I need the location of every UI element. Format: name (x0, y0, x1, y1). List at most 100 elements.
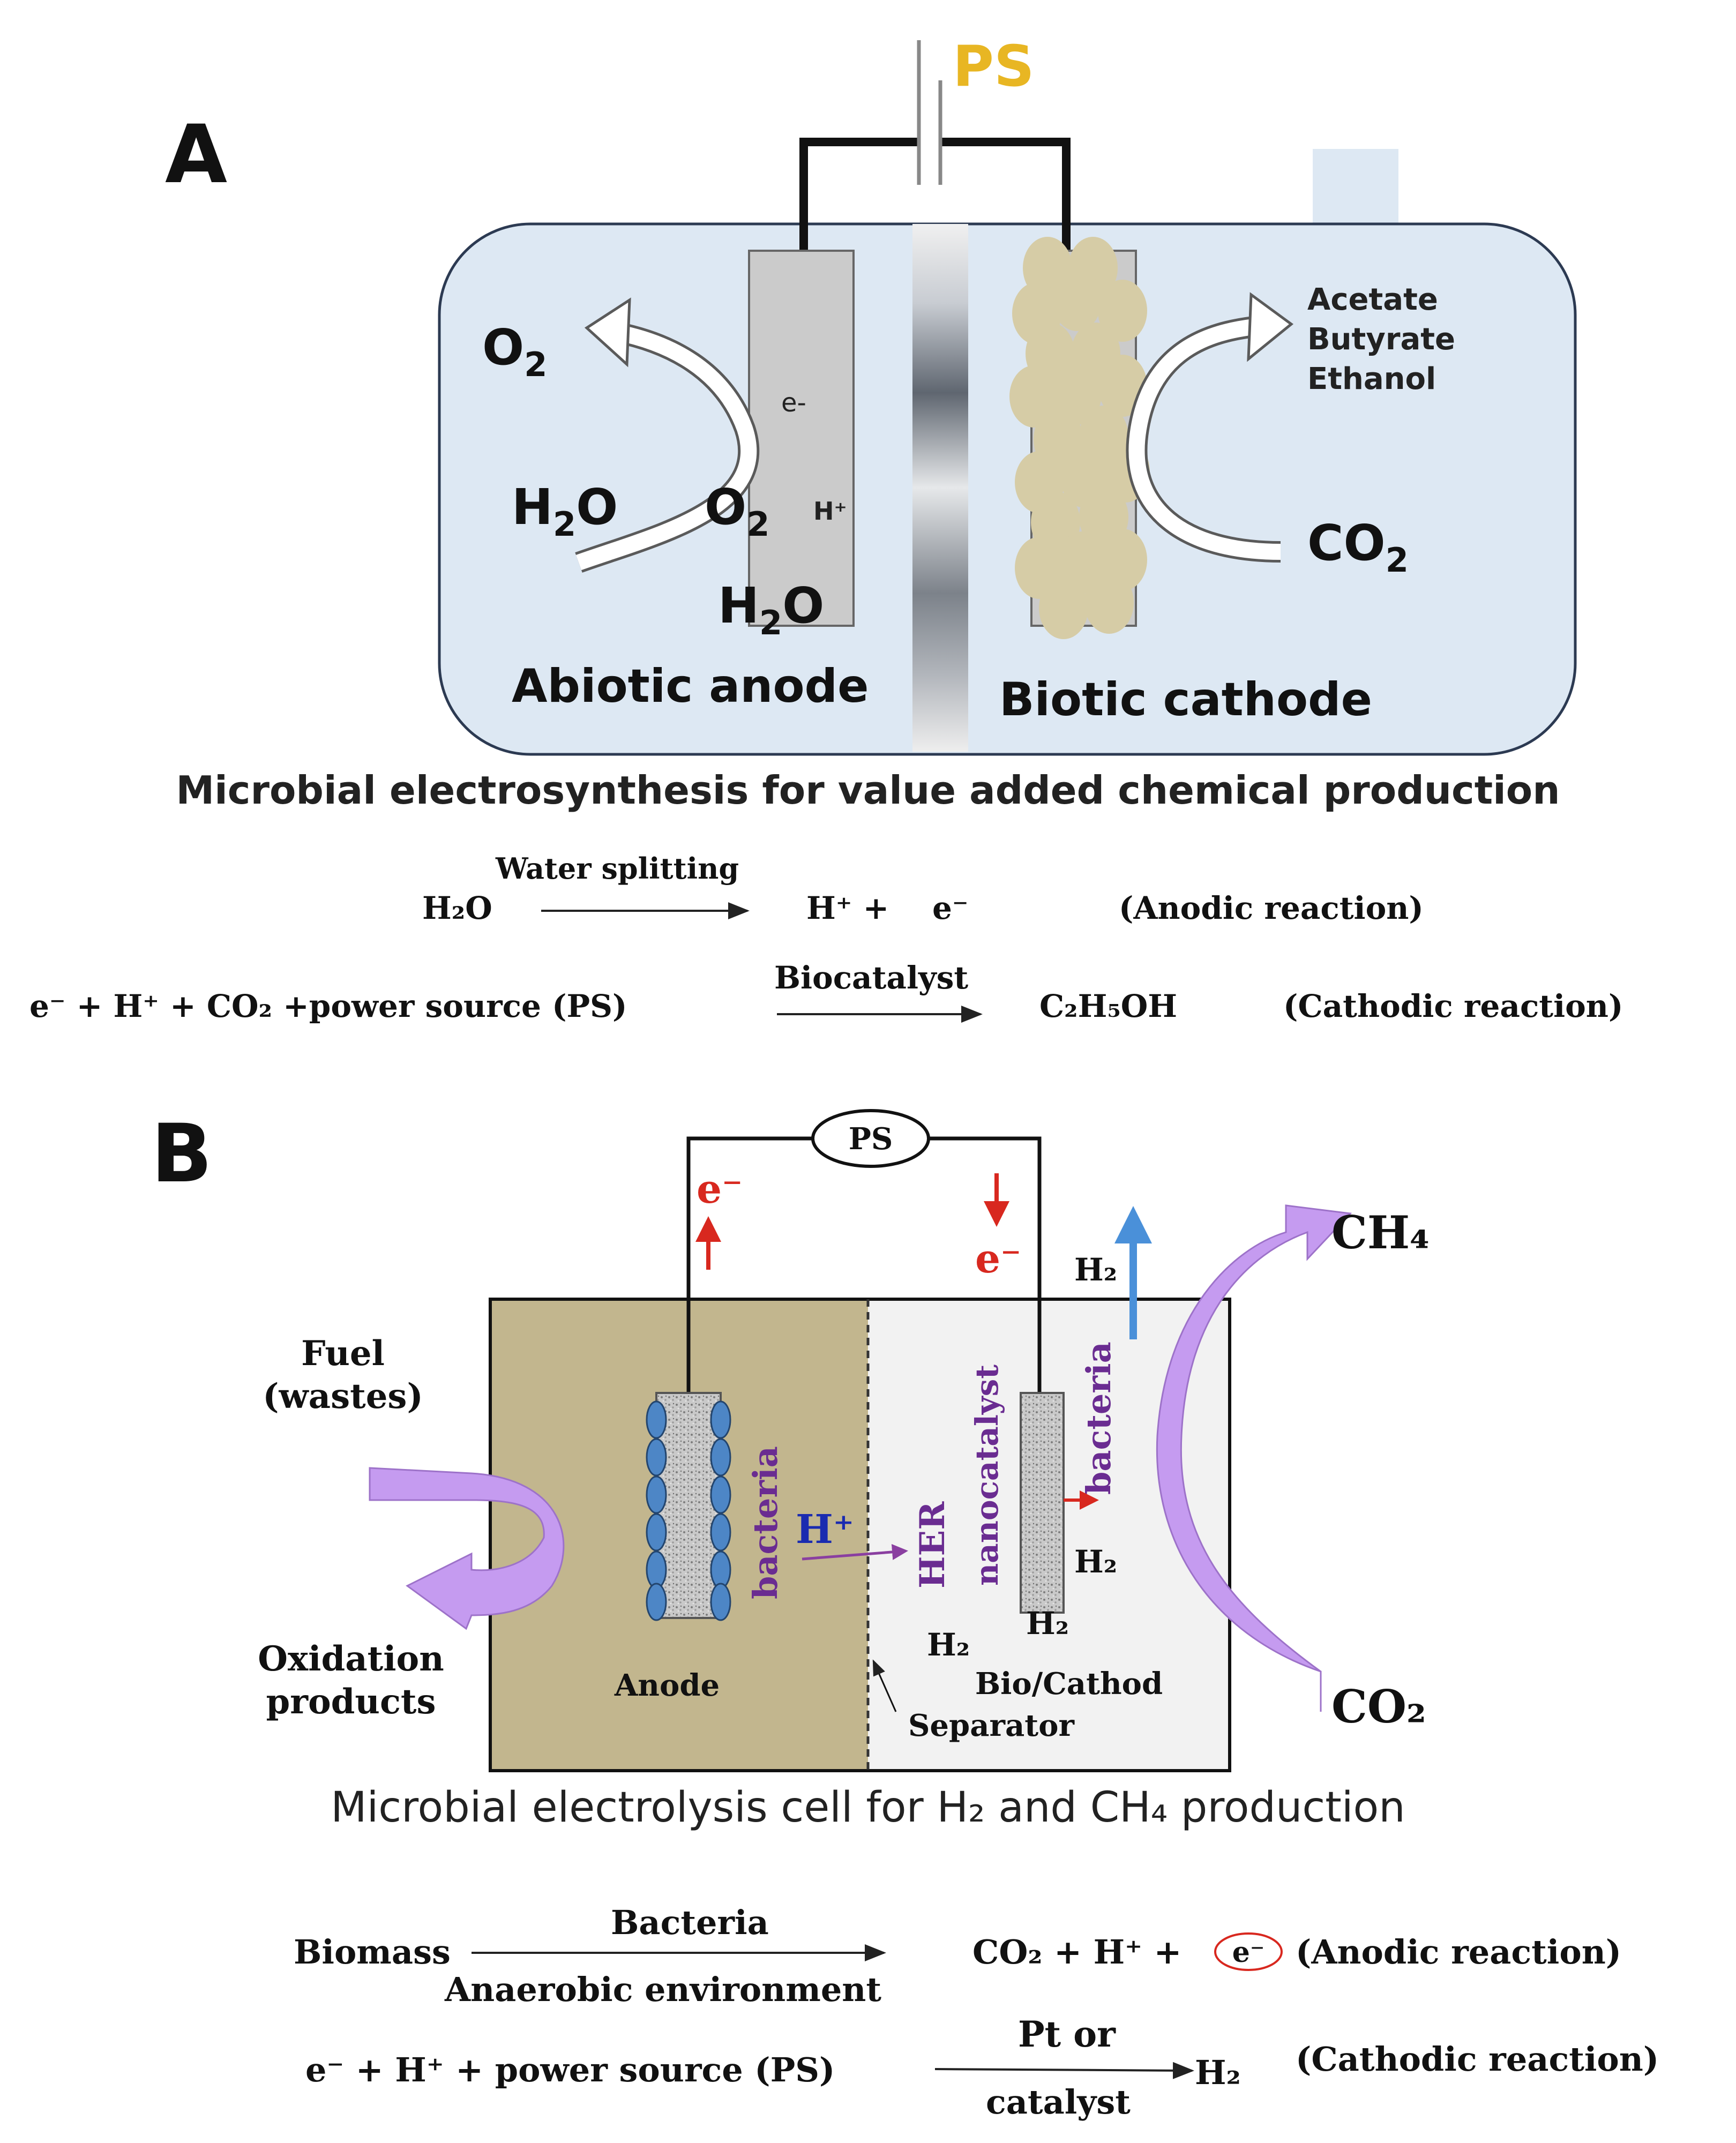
bacteria-cell (646, 1513, 667, 1552)
eq-a1-product: H⁺ + e⁻ (806, 890, 969, 926)
abiotic-anode-label: Abiotic anode (512, 660, 869, 713)
co2-a-label: CO2 (1307, 514, 1409, 580)
power-source-b-label: PS (849, 1121, 893, 1157)
eq-b2-product: H₂ (1195, 2053, 1241, 2092)
bacteria-cell (710, 1550, 731, 1589)
power-source-label: PS (953, 34, 1035, 99)
ch4-label: CH₄ (1331, 1206, 1430, 1259)
proton-label: H⁺ (796, 1507, 854, 1553)
electron-circle (1214, 1932, 1283, 1971)
anode-biofilm (646, 1400, 731, 1621)
her-label: HER (912, 1501, 953, 1588)
eq-b2-type: (Cathodic reaction) (1296, 2040, 1659, 2079)
separator-pointer (872, 1659, 897, 1712)
reactor-tank (438, 222, 1577, 756)
microbe-cell (1052, 363, 1102, 425)
product-butyrate: Butyrate (1307, 322, 1455, 357)
oxidation-label: Oxidation (258, 1639, 444, 1679)
h2o-left-label: H2O (512, 478, 618, 544)
cathode-electrode (1020, 1392, 1065, 1614)
wire-left (799, 138, 919, 252)
bacteria-cell (710, 1400, 731, 1439)
bacteria-cell (646, 1475, 667, 1514)
h2o-anode-label: H2O (718, 577, 824, 642)
microbe-cell (1084, 572, 1134, 634)
eq-b1-environment: Anaerobic environment (444, 1970, 881, 2009)
oxidation-products-label: products (266, 1682, 436, 1722)
co2-b-label: CO₂ (1331, 1680, 1426, 1733)
electron-left-label: e⁻ (697, 1166, 743, 1212)
bacteria-cell (710, 1438, 731, 1477)
h2-label-right: H₂ (1074, 1543, 1117, 1580)
microbe-cell (1098, 280, 1147, 342)
biotic-cathode-label: Biotic cathode (999, 673, 1372, 726)
fuel-label: Fuel (301, 1333, 385, 1374)
panel-b: B PS e⁻ e⁻ H₂ CH₄ CO₂ Fuel (wastes) Oxid… (151, 1107, 1659, 2122)
microbe-cell (1039, 577, 1088, 639)
product-acetate: Acetate (1307, 282, 1438, 317)
anode-proton-label: H⁺ (813, 497, 847, 526)
bacteria-cell (646, 1438, 667, 1477)
panel-b-caption: Microbial electrolysis cell for H₂ and C… (331, 1784, 1405, 1832)
power-source-symbol (811, 1109, 930, 1168)
anode-b-label: Anode (614, 1668, 720, 1703)
eq-a2-reactant: e⁻ + H⁺ + CO₂ +power source (PS) (29, 988, 627, 1024)
cathode-b-label: Bio/Cathod (975, 1666, 1163, 1702)
wire-right (940, 138, 1071, 252)
membrane-separator (912, 224, 968, 752)
abiotic-anode-electrode (748, 250, 855, 627)
eq-b1-type: (Anodic reaction) (1296, 1932, 1621, 1972)
eq-b2-reactant: e⁻ + H⁺ + power source (PS) (305, 2050, 835, 2089)
bacteria-cell (710, 1583, 731, 1621)
eq-b2-catalyst: catalyst (986, 2082, 1131, 2122)
fuel-oxidation-arrow (369, 1467, 565, 1630)
circuit-wire-right (927, 1136, 1042, 1393)
panel-a: A PS e- H⁺ O2 H2O O2 H2O CO2 Aceta (29, 34, 1623, 1024)
separator-label: Separator (908, 1708, 1075, 1743)
eq-a1-condition: Water splitting (495, 851, 739, 886)
biofilm-microbes (1009, 237, 1150, 639)
co2-to-ch4-arrow (1156, 1204, 1352, 1712)
o2-left-label: O2 (482, 319, 547, 384)
anode-arrow-head (584, 297, 631, 368)
panel-a-caption: Microbial electrosynthesis for value add… (176, 768, 1560, 813)
anode-electron-label: e- (781, 388, 806, 418)
bacteria-cell (646, 1550, 667, 1589)
product-list: Acetate Butyrate Ethanol (1307, 282, 1455, 396)
eq-b1-product: CO₂ + H⁺ + (972, 1932, 1181, 1972)
eq-a2-condition: Biocatalyst (774, 960, 968, 996)
eq-a2-product: C₂H₅OH (1039, 988, 1177, 1024)
eq-b1-electron: e⁻ (1232, 1936, 1265, 1969)
eq-a1-type: (Anodic reaction) (1119, 890, 1424, 926)
microbe-cell (1052, 269, 1102, 331)
cathode-arrow-body (1128, 319, 1281, 560)
bacteria-cell (646, 1583, 667, 1621)
anode-bacteria-label: bacteria (746, 1446, 785, 1599)
eq-b1-condition: Bacteria (611, 1903, 769, 1942)
o2-anode-label: O2 (705, 478, 769, 544)
eq-a1-reactant: H₂O (422, 890, 492, 926)
circuit-wire-left (686, 1136, 814, 1393)
anode-arrow-body (575, 324, 757, 571)
product-ethanol: Ethanol (1307, 362, 1436, 396)
h2-top-label: H₂ (1074, 1252, 1117, 1288)
proton-transfer-arrow (802, 1543, 908, 1561)
panel-a-label: A (165, 108, 227, 201)
bacteria-cell (646, 1400, 667, 1439)
cathode-bacteria-label: bacteria (1079, 1342, 1118, 1495)
eq-a2-type: (Cathodic reaction) (1283, 988, 1623, 1024)
eq-b2-arrow (934, 2062, 1194, 2079)
eq-b1-reactant: Biomass (294, 1932, 451, 1972)
h2-label-bottom: H₂ (1026, 1605, 1069, 1642)
microbe-cell (1009, 365, 1059, 428)
nanocatalyst-label: nanocatalyst (969, 1365, 1005, 1586)
fuel-wastes-label: (wastes) (263, 1376, 423, 1417)
bacteria-cell (710, 1513, 731, 1552)
electrolysis-cell (489, 1298, 1231, 1772)
panel-b-label: B (151, 1107, 212, 1201)
cathode-arrow-head (1247, 292, 1294, 362)
h2-label-left: H₂ (927, 1627, 970, 1663)
eq-b2-condition: Pt or (1018, 2013, 1116, 2055)
electron-right-label: e⁻ (975, 1236, 1021, 1282)
